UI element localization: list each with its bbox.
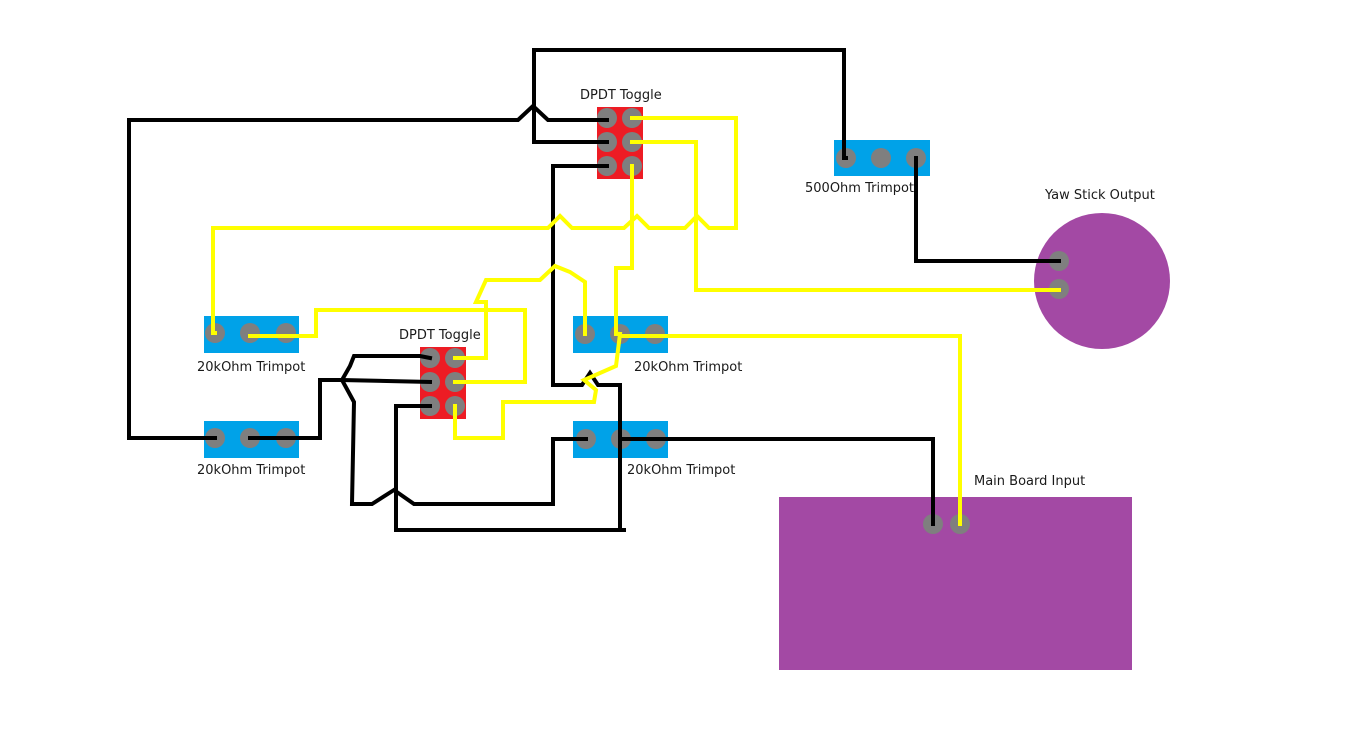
yellow-wires [211, 116, 1061, 526]
main-board-input-label: Main Board Input [974, 474, 1085, 489]
pins [205, 108, 1069, 534]
trimpot-500-label: 500Ohm Trimpot [805, 181, 914, 196]
black-wires [127, 48, 1061, 532]
dpdt-toggle-top-label: DPDT Toggle [580, 88, 662, 103]
trimpot-left-upper-label: 20kOhm Trimpot [197, 360, 305, 375]
trimpot-right-upper-label: 20kOhm Trimpot [634, 360, 742, 375]
yaw-stick-output-label: Yaw Stick Output [1044, 188, 1155, 203]
trimpot-left-lower-label: 20kOhm Trimpot [197, 463, 305, 478]
dpdt-toggle-mid-label: DPDT Toggle [399, 328, 481, 343]
trimpot-right-lower-label: 20kOhm Trimpot [627, 463, 735, 478]
yaw-stick-output-body [1034, 213, 1170, 349]
